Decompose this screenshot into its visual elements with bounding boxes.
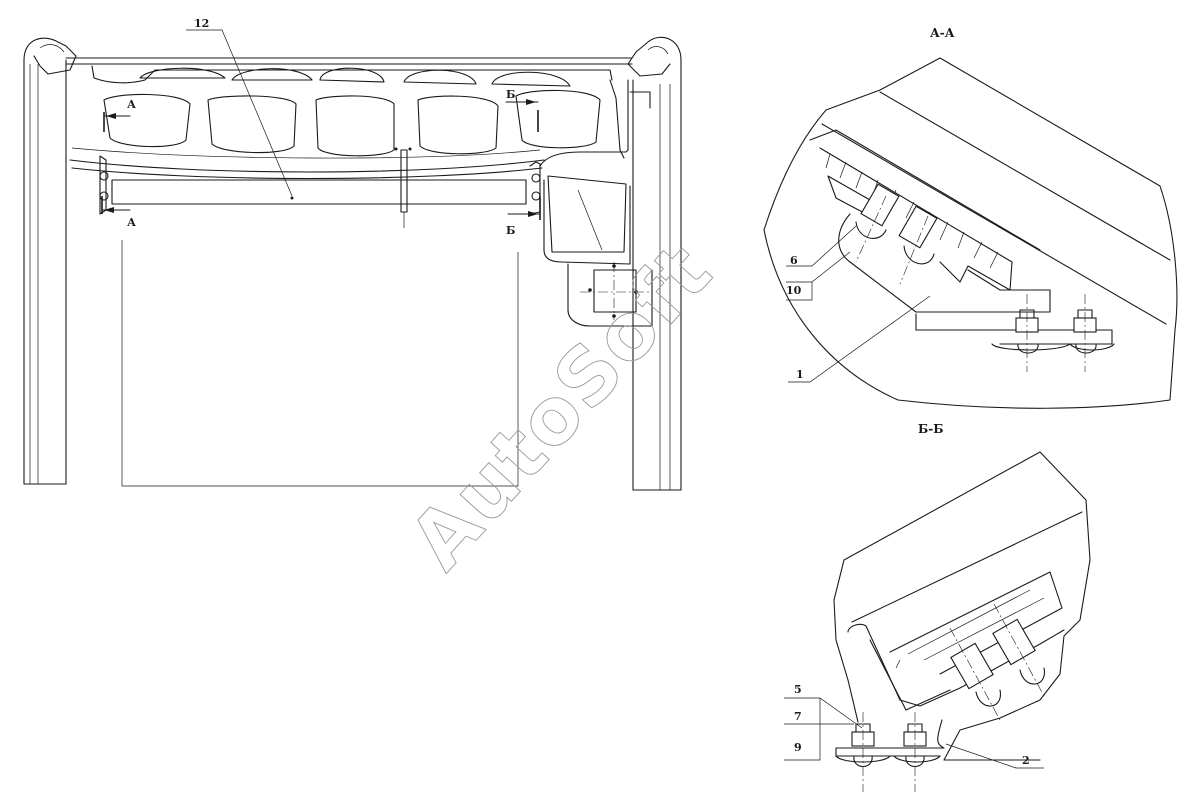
section-a-a-view: А-А 6 10 1 bbox=[763, 26, 1178, 409]
main-view: А А Б Б 12 bbox=[23, 17, 682, 491]
section-a-label-6: 6 bbox=[790, 254, 798, 267]
left-pillar bbox=[23, 37, 77, 485]
rear-panel bbox=[69, 65, 625, 180]
top-rail bbox=[65, 57, 633, 65]
section-a-cut bbox=[101, 112, 131, 214]
section-b-marker-bottom: Б bbox=[506, 224, 515, 237]
section-a-title: А-А bbox=[930, 26, 955, 40]
part-label-12: 12 bbox=[194, 17, 209, 30]
section-b-b-view: Б-Б 5 7 9 2 bbox=[784, 422, 1091, 792]
section-b-label-2: 2 bbox=[1022, 754, 1030, 767]
watermark: AutoSoft bbox=[393, 226, 730, 586]
section-b-cut bbox=[505, 99, 541, 220]
section-a-label-10: 10 bbox=[786, 284, 802, 297]
section-a-marker-top: А bbox=[127, 98, 136, 111]
section-a-marker-bottom: А bbox=[127, 216, 136, 229]
section-b-label-7: 7 bbox=[794, 710, 802, 723]
section-b-label-9: 9 bbox=[794, 741, 802, 754]
section-b-label-5: 5 bbox=[794, 683, 802, 696]
right-pillar bbox=[627, 36, 682, 491]
section-a-label-1: 1 bbox=[796, 368, 804, 381]
section-a-bolts bbox=[1015, 294, 1097, 372]
section-b-title: Б-Б bbox=[918, 422, 944, 436]
section-b-bolts bbox=[835, 712, 941, 792]
right-bracket bbox=[539, 79, 653, 327]
section-b-marker-top: Б bbox=[506, 88, 515, 101]
screen-bar bbox=[99, 147, 541, 228]
screen-outline bbox=[121, 240, 519, 487]
